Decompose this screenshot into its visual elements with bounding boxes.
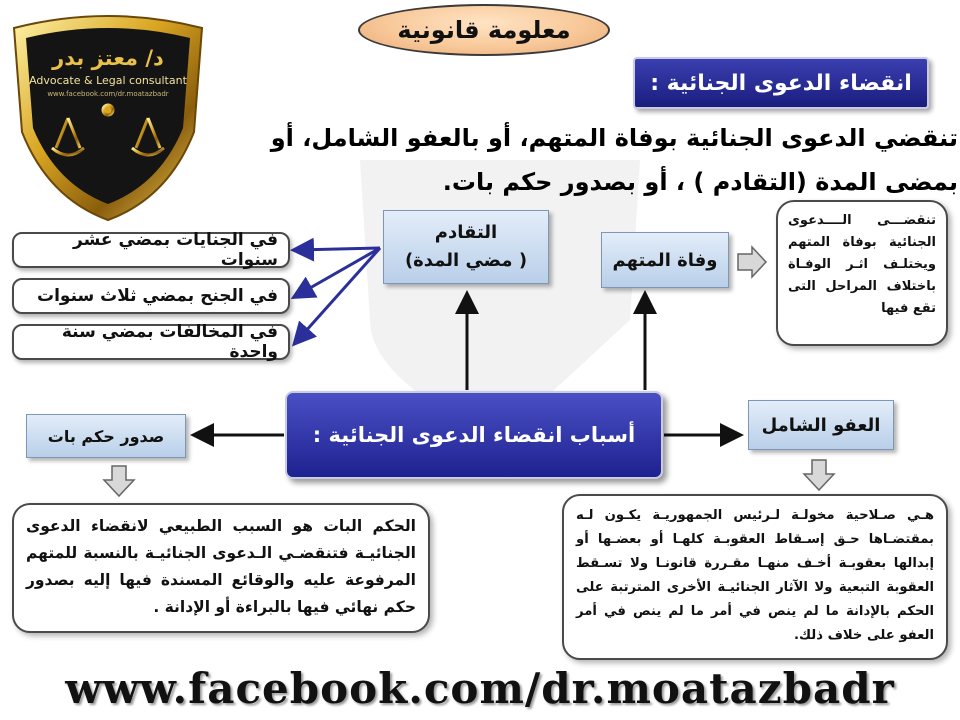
lawyer-logo: د/ معتز بدر Advocate & Legal consultant … [8,6,208,222]
note-final-judgment: الحكم البات هو السبب الطبيعي لانقضاء الد… [12,503,430,633]
period-felonies: في الجنايات بمضي عشر سنوات [12,230,290,270]
arrow-to-felonies [290,237,381,262]
cause-final-judgment: صدور حكم بات [26,414,186,458]
period-misdemeanors: في الجنح بمضي ثلاث سنوات [12,278,290,314]
block-arrow-right-icon [737,245,768,279]
arrow-to-misdemeanors [290,246,381,299]
shield-icon [12,15,204,222]
note-death: تنقضـــى الــــدعوى الجنائية بوفاة المته… [776,200,948,346]
intro-paragraph: تنقضي الدعوى الجنائية بوفاة المتهم، أو ب… [270,124,958,196]
section-header: انقضاء الدعوى الجنائية : [633,57,929,109]
logo-name: د/ معتز بدر [52,46,164,70]
scales-of-justice-icon [51,98,165,180]
block-arrow-down-icon [802,459,836,492]
page-title: معلومة قانونية [358,4,610,56]
note-amnesty: هـي صـلاحية مخولـة لـرئيس الجمهوريـة يكـ… [562,494,948,660]
logo-subtitle: Advocate & Legal consultant [29,74,187,87]
cause-prescription: التقادم ( مضي المدة) [383,210,549,284]
period-violations: في المخالفات بمضي سنة واحدة [12,322,290,362]
footer-url: www.facebook.com/dr.moatazbadr [65,664,895,713]
causes-center-box: أسباب انقضاء الدعوى الجنائية : [285,391,663,479]
arrow-to-violations [292,247,382,347]
cause-amnesty: العفو الشامل [748,400,894,450]
block-arrow-down-icon [102,465,136,498]
cause-death: وفاة المتهم [601,232,729,288]
logo-url: www.facebook.com/dr.moatazbadr [47,90,169,98]
